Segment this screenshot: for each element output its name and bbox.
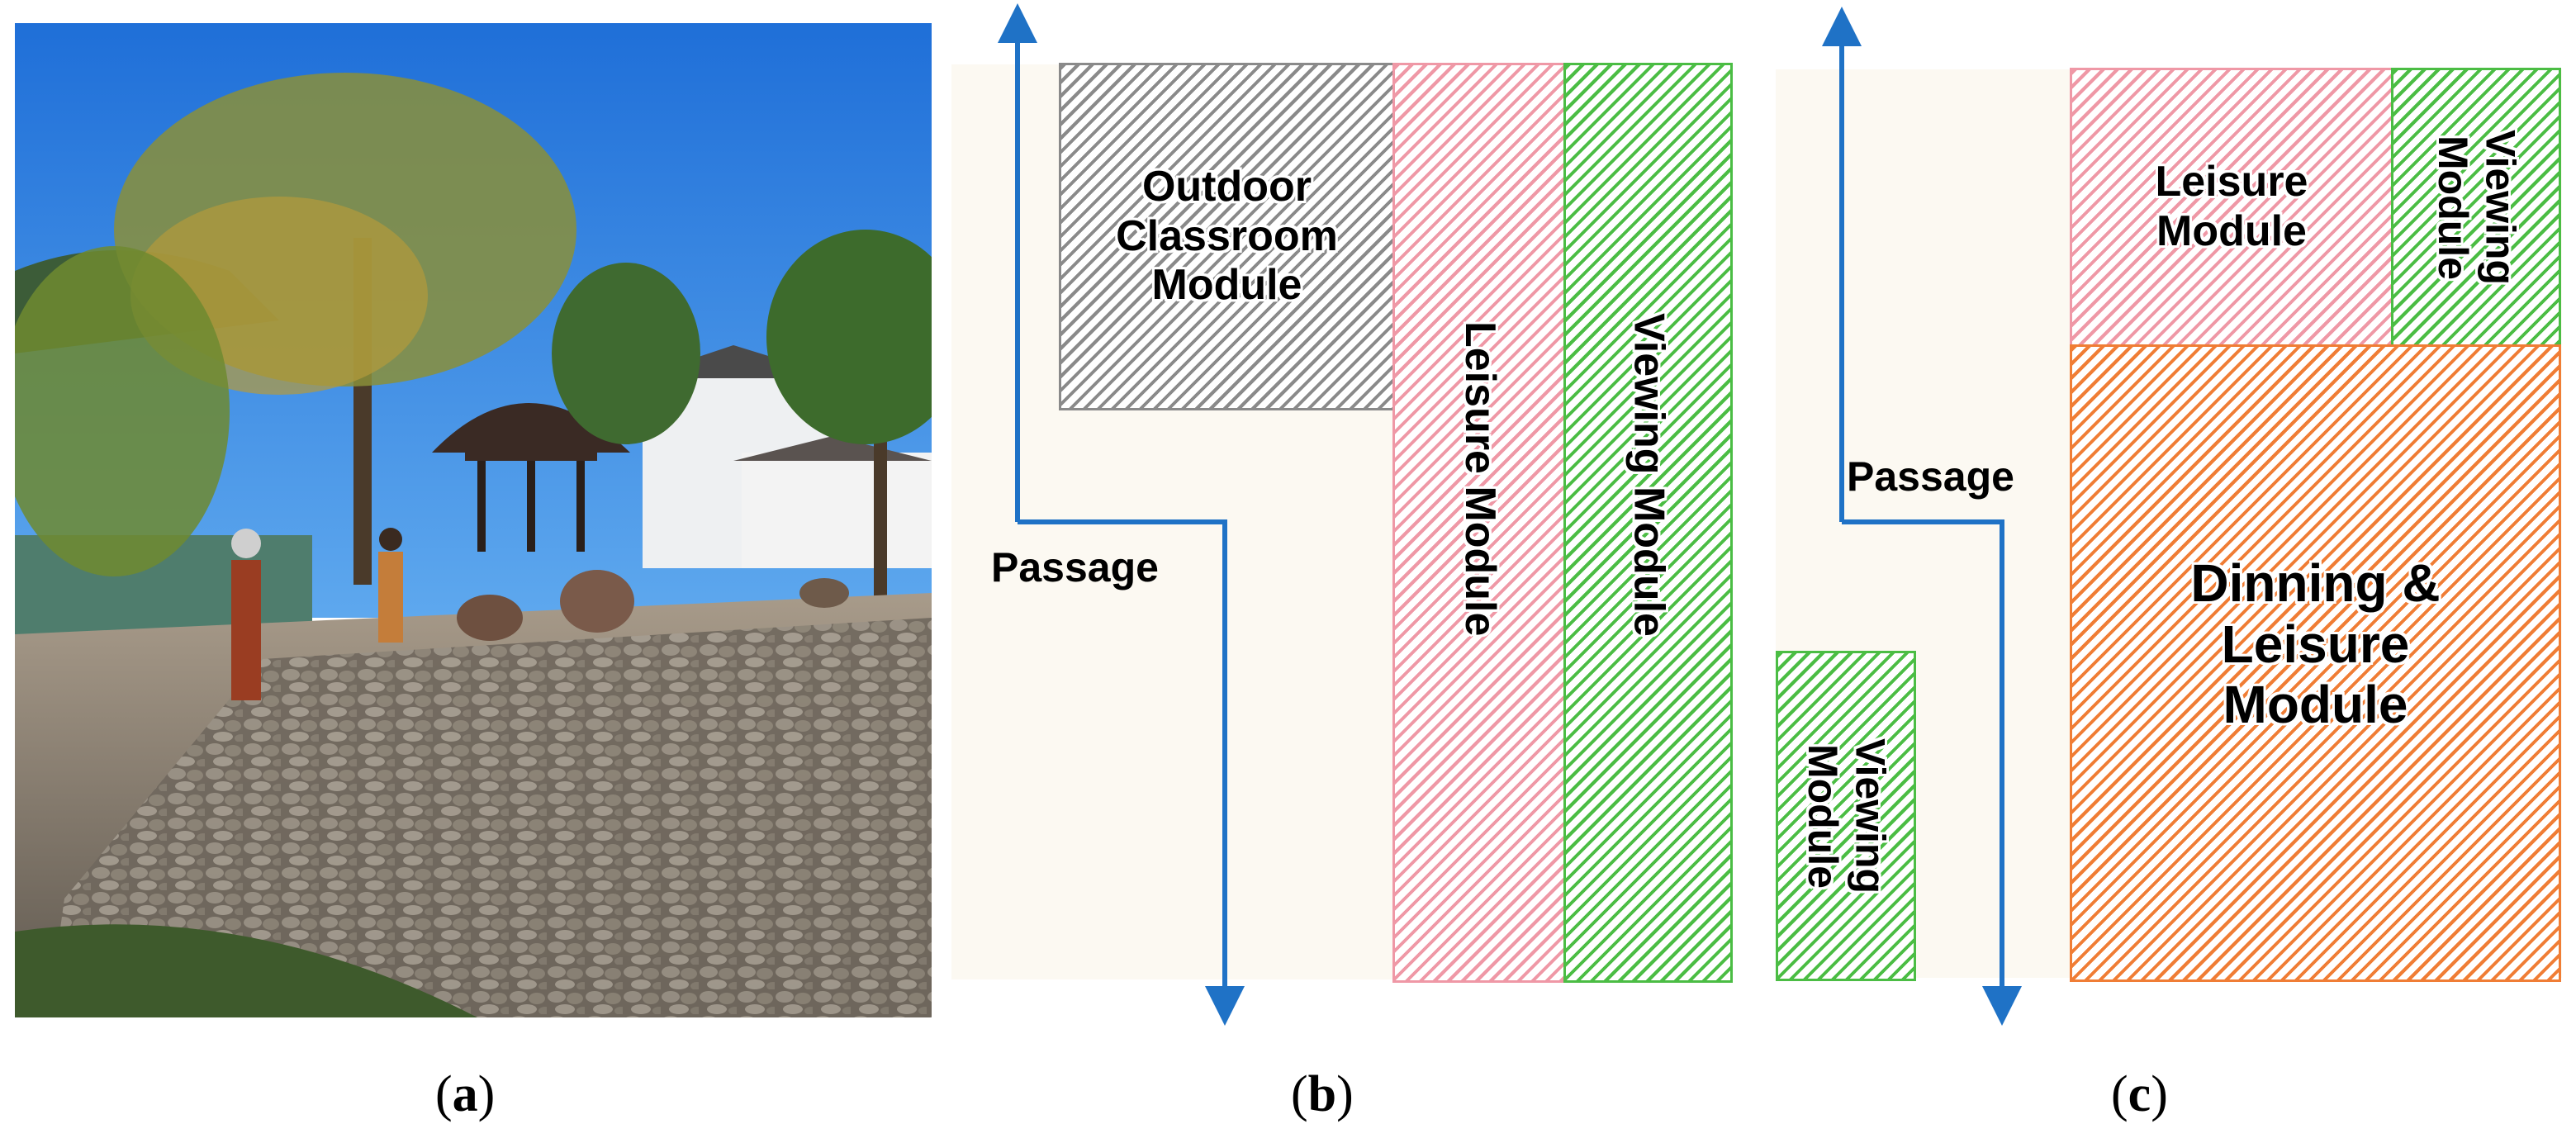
dining-leisure-module: Dinning & Leisure Module	[2070, 344, 2561, 982]
dining-label-3: Module	[2223, 675, 2408, 735]
caption-c-open: (	[2111, 1066, 2128, 1122]
leisure-module-c-label-2: Module	[2156, 207, 2307, 255]
outdoor-classroom-label-2: Classroom	[1116, 211, 1338, 260]
passage-line-b-lower	[1018, 519, 1245, 1026]
caption-a-open: (	[435, 1066, 453, 1122]
viewing-module-b-label: Viewing Module	[1625, 313, 1673, 637]
caption-b-close: )	[1336, 1066, 1354, 1122]
passage-line-c-lower	[1842, 519, 2022, 1026]
caption-c-letter: c	[2128, 1066, 2151, 1122]
caption-b: (b)	[1291, 1065, 1354, 1124]
viewing-module-c-left: Viewing Module	[1776, 651, 1916, 981]
landscape-photo	[15, 23, 932, 1017]
outdoor-classroom-module: Outdoor Classroom Module	[1059, 63, 1395, 410]
passage-label-c: Passage	[1847, 453, 2014, 500]
leisure-module-b: Leisure Module	[1392, 63, 1566, 983]
dining-label-1: Dinning &	[2190, 553, 2441, 613]
caption-a: (a)	[435, 1065, 495, 1124]
viewing-module-c-left-label-1: Viewing	[1847, 737, 1894, 894]
caption-a-close: )	[477, 1066, 496, 1122]
caption-b-letter: b	[1307, 1066, 1337, 1122]
leisure-module-b-label: Leisure Module	[1455, 321, 1504, 637]
viewing-module-c-left-label-2: Module	[1800, 743, 1846, 889]
caption-b-open: (	[1291, 1066, 1308, 1122]
outdoor-classroom-label-1: Outdoor	[1141, 162, 1312, 211]
outdoor-classroom-label-3: Module	[1151, 261, 1302, 310]
viewing-module-c-top: Viewing Module	[2391, 68, 2561, 347]
caption-c-close: )	[2151, 1066, 2168, 1122]
passage-label-b: Passage	[991, 544, 1159, 590]
viewing-module-c-top-label-1: Viewing	[2477, 129, 2524, 285]
caption-c: (c)	[2111, 1065, 2168, 1124]
viewing-module-b: Viewing Module	[1563, 63, 1733, 983]
leisure-module-c: Leisure Module	[2070, 68, 2393, 347]
leisure-module-c-label-1: Leisure	[2155, 158, 2308, 206]
dining-label-2: Leisure	[2221, 614, 2410, 674]
caption-a-letter: a	[452, 1066, 478, 1122]
viewing-module-c-top-label-2: Module	[2430, 135, 2476, 280]
